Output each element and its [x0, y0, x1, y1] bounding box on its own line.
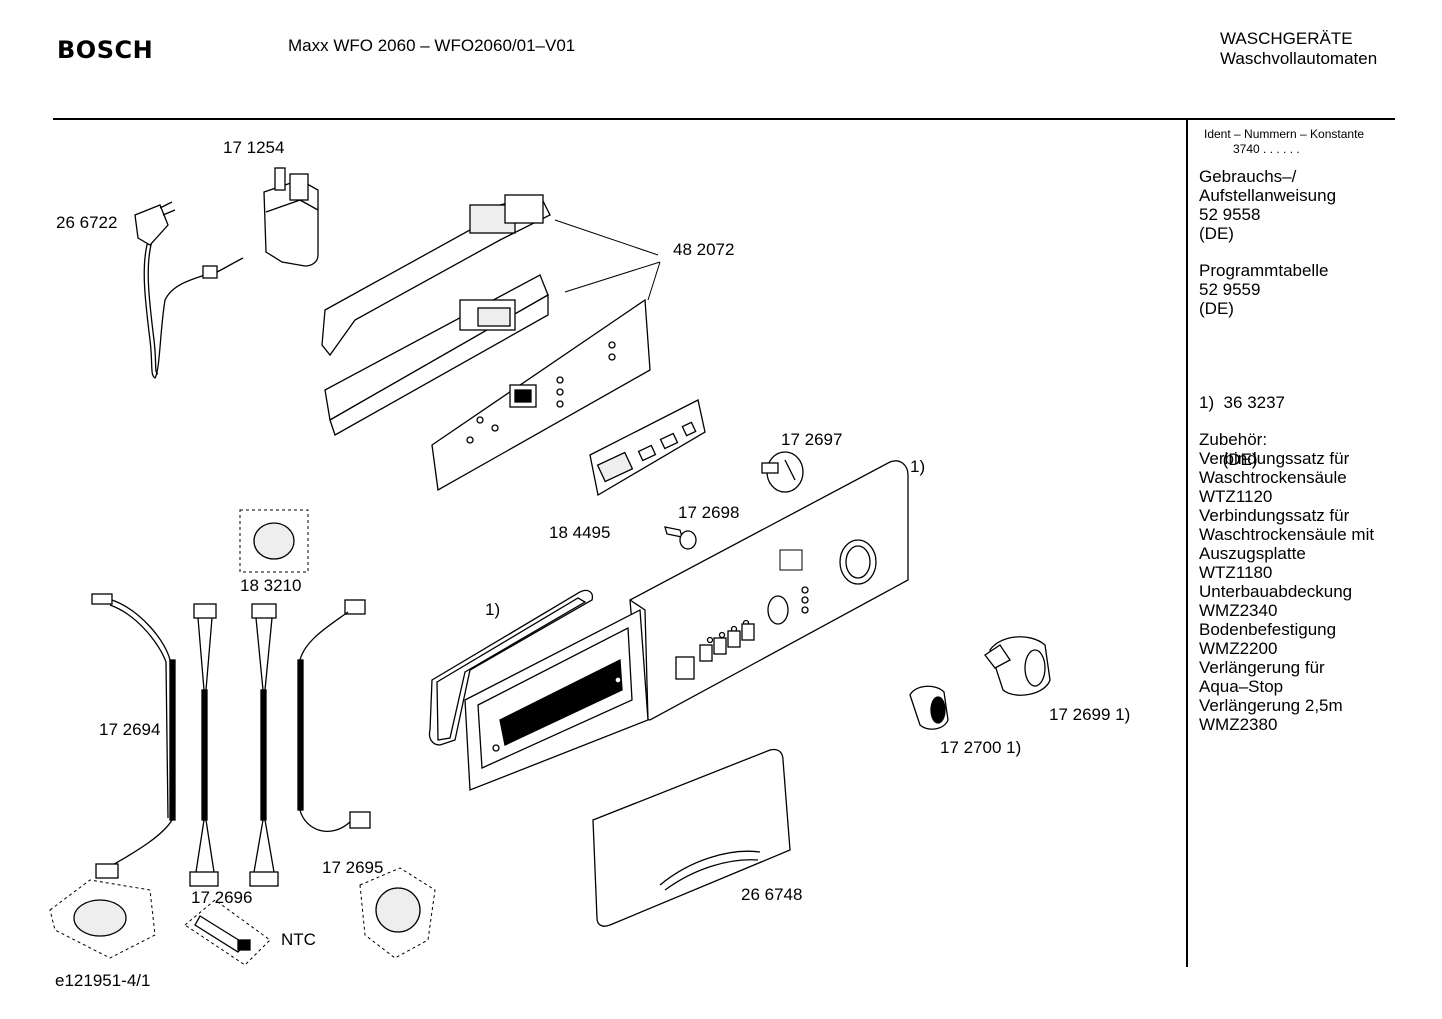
sidebar-line: Bodenbefestigung [1199, 620, 1337, 639]
sidebar-line: WMZ2380 [1199, 715, 1278, 734]
category-title: WASCHGERÄTE [1220, 29, 1353, 48]
ident-label: Ident – Nummern – Konstante [1204, 127, 1365, 141]
part-label: 48 2072 [673, 240, 735, 259]
sidebar-line: (DE) [1199, 224, 1234, 243]
pump-ghost [49, 879, 156, 959]
drawer-frame-drawing [464, 608, 649, 791]
sidebar-line: 52 9559 [1199, 280, 1261, 299]
part-label: 17 2694 [99, 720, 161, 739]
exploded-parts-diagram [49, 167, 1051, 966]
part-label: 18 4495 [549, 523, 611, 542]
footnote-marker: 1) [485, 600, 501, 619]
part-label: NTC [281, 930, 316, 949]
gasket-drawing [428, 589, 594, 746]
sidebar-line: Aufstellanweisung [1199, 186, 1337, 205]
ident-value: 3740 . . . . . . [1233, 142, 1300, 156]
sidebar-line: WTZ1120 [1199, 487, 1273, 506]
sidebar-line: (DE) [1199, 299, 1234, 318]
sidebar-line: 1) 36 3237 [1199, 393, 1286, 412]
model-title: Maxx WFO 2060 – WFO2060/01–V01 [288, 36, 576, 55]
sidebar-line: Gebrauchs–/ [1199, 167, 1297, 186]
sidebar-block-program-table: Programmtabelle 52 9559 (DE) [1199, 261, 1328, 318]
knob-large-drawing [984, 636, 1051, 696]
knob-small-drawing [909, 685, 949, 730]
knob-axle-drawing [761, 451, 804, 493]
part-label: 17 2696 [191, 888, 253, 907]
part-label: 17 2697 [781, 430, 843, 449]
header-divider [53, 118, 1395, 120]
electronics-module-drawing [321, 194, 651, 492]
part-label: 17 1254 [223, 138, 285, 157]
display-board-drawing [589, 399, 706, 497]
sidebar-line: Programmtabelle [1199, 261, 1329, 280]
control-panel-drawing [629, 460, 909, 721]
sidebar-line: Waschtrockensäule [1199, 468, 1347, 487]
brand-logo: BOSCH [57, 36, 154, 64]
sidebar-line: Waschtrockensäule mit [1199, 525, 1375, 544]
part-label: 17 2698 [678, 503, 740, 522]
power-cord-drawing [134, 201, 244, 379]
part-label: 26 6722 [56, 213, 118, 232]
sidebar-divider [1186, 119, 1188, 967]
sidebar-line: Auszugsplatte [1199, 544, 1306, 563]
sidebar-block-footnote: 1) 36 3237 (DE) [1199, 355, 1285, 488]
part-label: 17 2695 [322, 858, 384, 877]
sidebar-line: WMZ2200 [1199, 639, 1278, 658]
heater-ghost [359, 867, 436, 959]
wiring-harness-drawing [91, 593, 371, 887]
drawing-id: e121951-4/1 [55, 971, 151, 990]
sidebar-line: Verlängerung für [1199, 658, 1325, 677]
sidebar-line: WMZ2340 [1199, 601, 1278, 620]
sidebar-line: Zubehör: [1199, 430, 1268, 449]
sidebar-line: Verlängerung 2,5m [1199, 696, 1343, 715]
sidebar-line: (DE) [1199, 450, 1258, 469]
sidebar-line: Unterbauabdeckung [1199, 582, 1353, 601]
sidebar-line: WTZ1180 [1199, 563, 1273, 582]
footnote-marker: 1) [910, 457, 926, 476]
part-label: 18 3210 [240, 576, 302, 595]
sidebar-block-accessories: Zubehör: Verbindungssatz für Waschtrocke… [1199, 430, 1374, 734]
sidebar-line: Aqua–Stop [1199, 677, 1284, 696]
sidebar-line: Verbindungssatz für [1199, 449, 1350, 468]
part-label: 17 2699 1) [1049, 705, 1131, 724]
drawer-cover-drawing [592, 748, 791, 927]
suppressor-drawing [263, 167, 319, 267]
sidebar-line: Verbindungssatz für [1199, 506, 1350, 525]
sidebar-block-manual: Gebrauchs–/ Aufstellanweisung 52 9558 (D… [1199, 167, 1336, 243]
category-subtitle: Waschvollautomaten [1220, 49, 1378, 68]
screw-drawing [664, 526, 697, 550]
sidebar-line: 52 9558 [1199, 205, 1261, 224]
part-label: 26 6748 [741, 885, 803, 904]
ntc-sensor-drawing [184, 899, 271, 966]
part-label: 17 2700 1) [940, 738, 1022, 757]
